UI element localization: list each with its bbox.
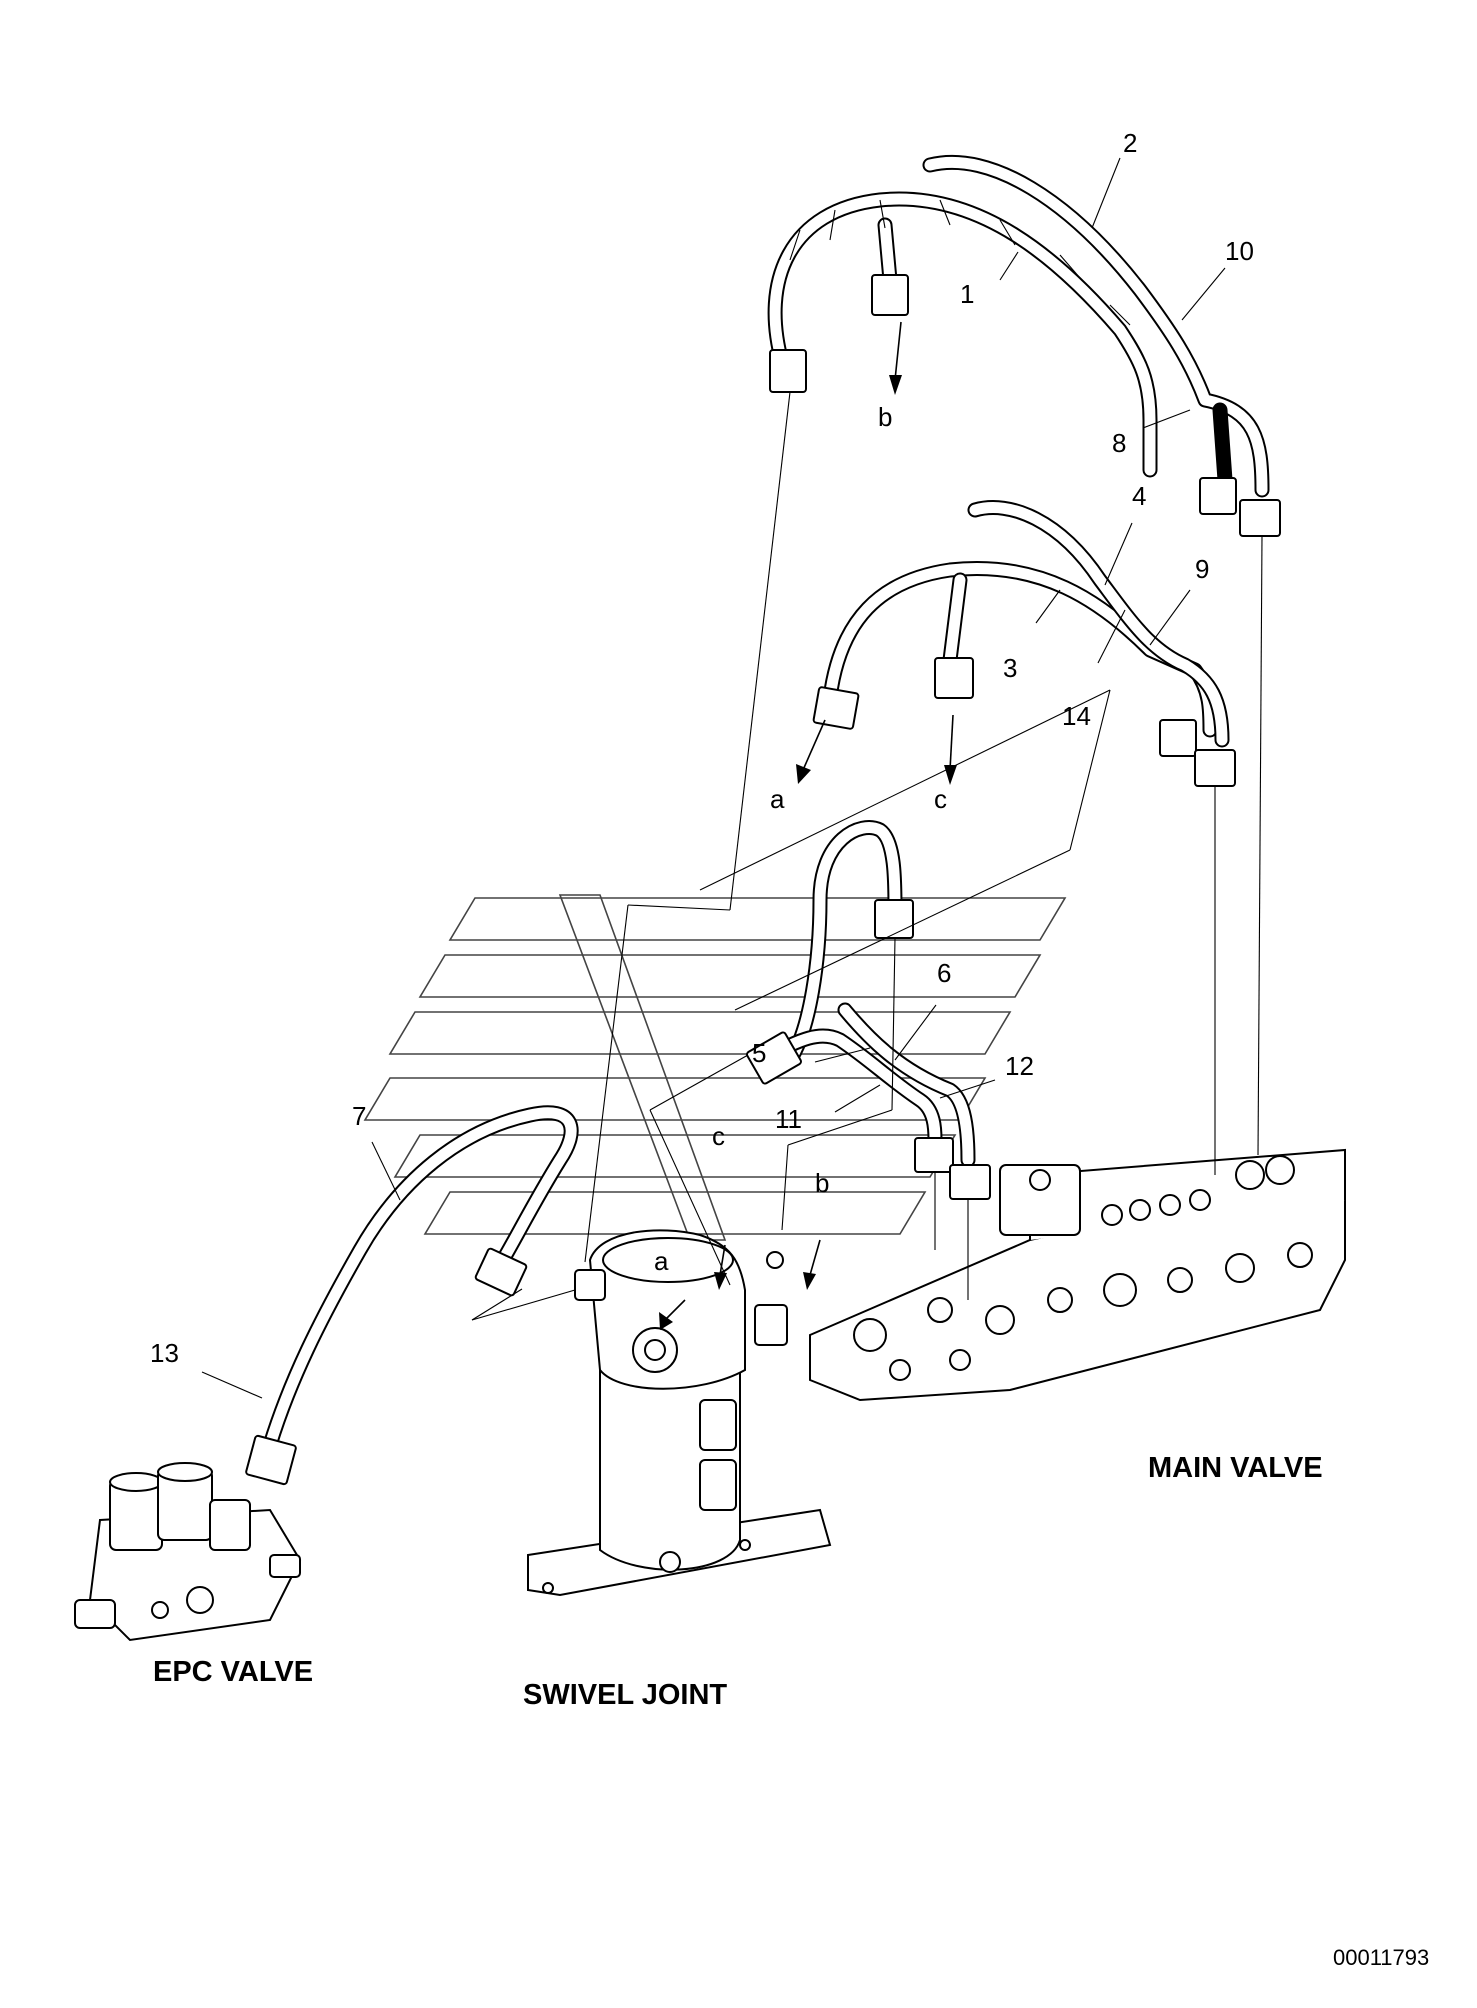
port-label-c-swivel: c — [712, 1121, 725, 1151]
part-number-labels: 1 2 3 4 5 6 7 8 9 10 11 12 13 14 — [150, 128, 1254, 1368]
port-letter-labels: a b c a b c — [654, 402, 947, 1276]
hose-3-4-assembly — [812, 500, 1236, 787]
swivel-joint-drawing — [527, 1229, 832, 1597]
part-label-1: 1 — [960, 279, 974, 309]
main-valve-drawing — [809, 1148, 1346, 1402]
port-label-b-swivel: b — [815, 1168, 829, 1198]
part-label-11: 11 — [775, 1104, 802, 1134]
part-label-12: 12 — [1005, 1051, 1034, 1081]
part-label-5: 5 — [752, 1038, 766, 1068]
hose-7-13 — [245, 1105, 579, 1486]
part-label-10: 10 — [1225, 236, 1254, 266]
part-label-13: 13 — [150, 1338, 179, 1368]
hose-5-6-11-12-assembly — [746, 820, 991, 1200]
part-label-3: 3 — [1003, 653, 1017, 683]
port-label-b-top: b — [878, 402, 892, 432]
main-valve-label: MAIN VALVE — [1148, 1452, 1323, 1484]
part-label-9: 9 — [1195, 554, 1209, 584]
swivel-joint-label: SWIVEL JOINT — [523, 1679, 727, 1711]
hose-1-2-assembly — [767, 154, 1281, 537]
part-label-6: 6 — [937, 958, 951, 988]
port-arrows — [659, 321, 957, 1330]
part-label-7: 7 — [352, 1101, 366, 1131]
drawing-code: 00011793 — [1333, 1945, 1429, 1970]
part-label-2: 2 — [1123, 128, 1137, 158]
part-label-14: 14 — [1062, 701, 1091, 731]
leader-lines — [201, 157, 1226, 1399]
port-label-c-top: c — [934, 784, 947, 814]
part-label-8: 8 — [1112, 428, 1126, 458]
part-label-4: 4 — [1132, 481, 1146, 511]
connection-lines — [471, 391, 1263, 1321]
epc-valve-label: EPC VALVE — [153, 1656, 313, 1688]
epc-valve-drawing — [74, 1462, 302, 1642]
port-label-a-top: a — [770, 784, 785, 814]
port-label-a-swivel: a — [654, 1246, 669, 1276]
